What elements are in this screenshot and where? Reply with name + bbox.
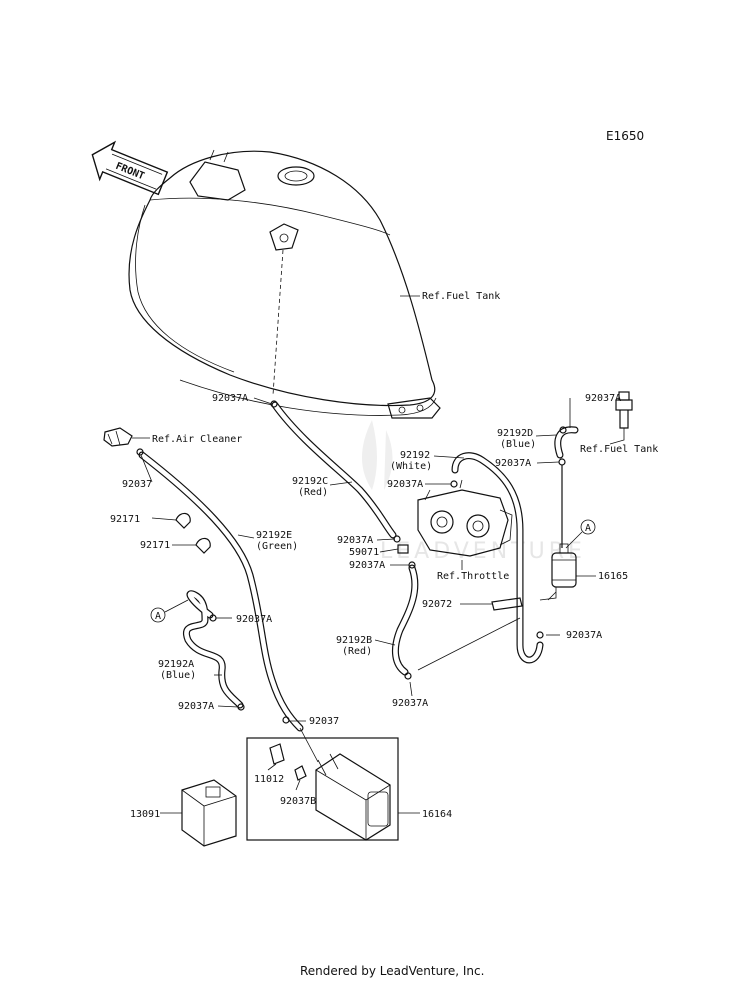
clamp-92171-1 — [175, 512, 191, 529]
callout-92037a-2: 92037A — [585, 393, 621, 404]
hose-92192d-blue — [554, 426, 579, 459]
callout-92192a: 92192A — [158, 659, 194, 670]
filter-16165 — [539, 543, 577, 601]
callout-92037a-7: 92037A — [236, 614, 272, 625]
callout-59071: 59071 — [349, 547, 379, 558]
air-cleaner-fitting — [103, 427, 133, 447]
ref-a-circle-1 — [150, 607, 166, 623]
callout-92037b: 92037B — [280, 796, 316, 807]
ref-a-2: A — [585, 523, 591, 534]
callout-92037a-9: 92037A — [392, 698, 428, 709]
callout-92171-1: 92171 — [110, 514, 140, 525]
canister-16164 — [315, 753, 391, 841]
hose-92192-white — [451, 452, 544, 664]
leader-lines — [140, 397, 571, 814]
callout-92037-1: 92037 — [122, 479, 152, 490]
watermark-text: LEADVENTURE — [380, 539, 586, 564]
callout-92192: 92192 — [400, 450, 430, 461]
callout-92192d-color: (Blue) — [500, 439, 536, 450]
ref-a-circle-2 — [580, 519, 596, 535]
hose-92192a-blue — [183, 590, 244, 709]
clamp-92171-2 — [195, 537, 211, 554]
ref-a-1: A — [155, 611, 161, 622]
callout-92037a-3: 92037A — [495, 458, 531, 469]
hose-92192c-red — [271, 401, 397, 539]
callout-ref-air-cleaner: Ref.Air Cleaner — [152, 434, 242, 445]
callout-92192e-color: (Green) — [256, 541, 298, 552]
callout-92037a-4: 92037A — [387, 479, 423, 490]
fuel-tank-fitting — [609, 391, 633, 445]
callout-92192d: 92192D — [497, 428, 533, 439]
part-13091 — [181, 779, 237, 847]
callout-92037a-5: 92037A — [337, 535, 373, 546]
callout-92192e: 92192E — [256, 530, 292, 541]
part-11012 — [269, 743, 285, 765]
callout-92192-color: (White) — [390, 461, 432, 472]
callout-92192b: 92192B — [336, 635, 372, 646]
callout-92072: 92072 — [422, 599, 452, 610]
footer-credit: Rendered by LeadVenture, Inc. — [300, 964, 484, 978]
hose-92192b-red — [391, 564, 419, 676]
callout-ref-fuel-tank-small: Ref.Fuel Tank — [580, 444, 658, 455]
diagram-code: E1650 — [606, 129, 644, 143]
callout-92037a-8: 92037A — [566, 630, 602, 641]
clip-92037b — [294, 765, 307, 781]
fuel-tank — [128, 149, 441, 419]
throttle-body — [417, 479, 513, 557]
callout-92037a-6: 92037A — [349, 560, 385, 571]
callout-92192c-color: (Red) — [298, 487, 328, 498]
callout-ref-throttle: Ref.Throttle — [437, 571, 509, 582]
hose-92192e-green — [138, 451, 304, 732]
callout-92037-2: 92037 — [309, 716, 339, 727]
callout-16164: 16164 — [422, 809, 452, 820]
callout-92192a-color: (Blue) — [160, 670, 196, 681]
callout-16165: 16165 — [598, 571, 628, 582]
callout-13091: 13091 — [130, 809, 160, 820]
callout-11012: 11012 — [254, 774, 284, 785]
front-arrow-icon: FRONT — [91, 140, 169, 196]
callout-92037a-1: 92037A — [212, 393, 248, 404]
callout-ref-fuel-tank-main: Ref.Fuel Tank — [422, 291, 500, 302]
tank-centerline — [272, 249, 284, 396]
callout-92037a-10: 92037A — [178, 701, 214, 712]
band-92072 — [491, 597, 523, 611]
callout-92192c: 92192C — [292, 476, 328, 487]
watermark-flame-icon — [362, 420, 393, 490]
callout-92192b-color: (Red) — [342, 646, 372, 657]
callout-92171-2: 92171 — [140, 540, 170, 551]
canister-group-box — [246, 737, 399, 841]
